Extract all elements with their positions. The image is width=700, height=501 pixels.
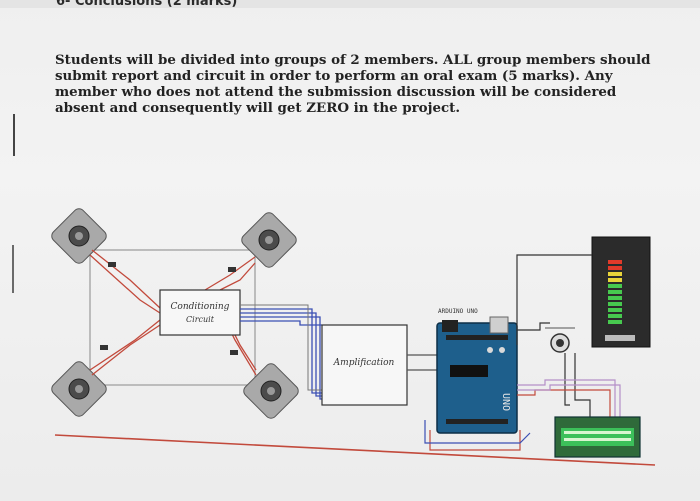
margin-mark — [13, 114, 15, 156]
usb-port — [489, 316, 509, 334]
ground-wires — [424, 420, 531, 444]
margin-mark — [12, 245, 14, 293]
output-wires — [516, 254, 592, 420]
header-pins-bottom — [446, 419, 508, 424]
circuit-label: Circuit — [186, 315, 215, 324]
circuit-diagram: Conditioning Circuit Amplification — [51, 208, 656, 466]
paragraph-line: absent and consequently will get ZERO in… — [55, 100, 460, 116]
load-cell-bottom-right — [243, 363, 299, 419]
potentiometer — [545, 327, 575, 353]
signal-wires-gray — [240, 304, 322, 391]
amplification-box — [321, 324, 408, 406]
section-heading: 6- Conclusions (2 marks) — [56, 0, 238, 9]
strain-gauge-marker — [228, 267, 236, 272]
lcd-display — [554, 416, 641, 458]
microcontroller-chip — [450, 365, 488, 377]
load-cell-top-left — [51, 208, 107, 264]
top-edge — [0, 0, 700, 8]
arduino-board: UNO ARDUINO UNO — [436, 308, 518, 434]
led-bargraph-module — [591, 236, 651, 348]
strain-gauge-marker — [230, 350, 238, 355]
amp-arduino-wires — [407, 354, 438, 371]
paragraph-line: submit report and circuit in order to pe… — [55, 68, 613, 84]
instructions-paragraph: Students will be divided into groups of … — [55, 52, 651, 116]
header-pins-top — [446, 335, 508, 340]
arduino-brand-label: ARDUINO UNO — [438, 308, 478, 315]
conditioning-label: Conditioning — [171, 302, 230, 312]
ground-line — [54, 434, 656, 466]
signal-wires — [240, 308, 322, 400]
load-cell-bottom-left — [51, 361, 107, 417]
lcd-data-wires — [517, 379, 621, 420]
conditioning-circuit-box — [159, 289, 241, 336]
amplification-label: Amplification — [333, 358, 395, 368]
power-jack — [442, 320, 458, 332]
paragraph-line: Students will be divided into groups of … — [55, 52, 651, 68]
load-cell-top-right — [241, 212, 297, 268]
paragraph-line: member who does not attend the submissio… — [55, 84, 617, 100]
strain-gauge-marker — [108, 262, 116, 267]
board-label: UNO — [500, 393, 511, 411]
strain-gauge-marker — [100, 345, 108, 350]
